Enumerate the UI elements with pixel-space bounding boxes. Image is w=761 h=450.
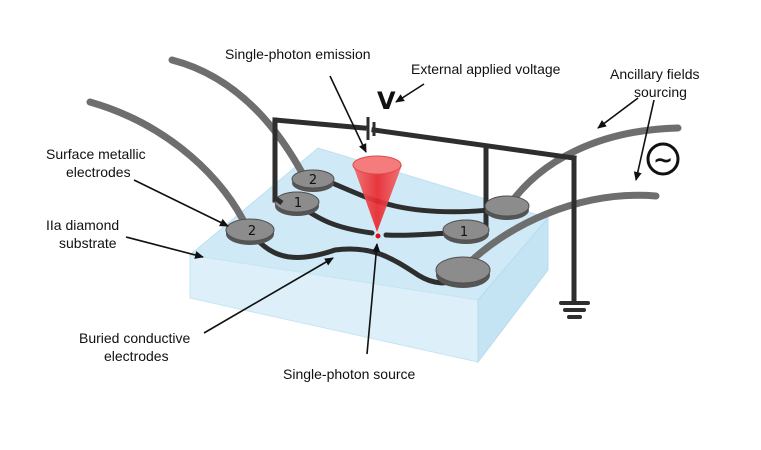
electrode-front-left-number: 2	[248, 224, 256, 239]
substrate-right-face	[477, 216, 549, 364]
label-substrate-line2: substrate	[59, 235, 117, 251]
cable-left-lower	[86, 98, 251, 232]
arrow-voltage	[395, 83, 425, 103]
arrow-substrate	[125, 236, 204, 259]
emission-cone	[352, 155, 402, 232]
labels: Single-photon emission External applied …	[46, 46, 699, 382]
voltage-circuit	[272, 117, 577, 305]
electrode-back-left: 2	[291, 169, 335, 192]
ac-source-symbol: ~	[653, 146, 673, 174]
arrow-buried	[203, 257, 334, 334]
label-ancillary-line2: sourcing	[634, 84, 687, 100]
label-single-photon-source: Single-photon source	[283, 366, 416, 382]
label-buried-line1: Buried conductive	[79, 330, 191, 346]
electrode-back-left-number: 2	[309, 173, 317, 188]
circuit-top-right	[371, 127, 577, 161]
label-single-photon-emission: Single-photon emission	[225, 46, 371, 62]
label-ancillary-line1: Ancillary fields	[610, 66, 699, 82]
buried-track-back	[313, 173, 509, 215]
electrode-mid-right: 1	[442, 219, 490, 244]
cable-right-lower	[458, 191, 660, 274]
ac-source-icon: ~	[646, 142, 680, 176]
circuit-drop-left	[273, 195, 284, 206]
arrow-source	[366, 243, 381, 355]
label-surface-line1: Surface metallic	[46, 146, 146, 162]
ground-symbol	[559, 301, 590, 319]
single-photon-source-dot	[375, 233, 381, 239]
buried-track-front	[248, 229, 467, 286]
label-substrate-line1: IIa diamond	[46, 217, 119, 233]
label-buried-line2: electrodes	[104, 348, 169, 364]
cable-left-upper	[168, 56, 310, 184]
label-surface-line2: electrodes	[66, 164, 131, 180]
electrode-front-right	[435, 256, 491, 288]
electrode-mid-right-number: 1	[460, 225, 468, 240]
label-voltage-symbol: V	[377, 87, 396, 115]
cables	[86, 56, 682, 274]
surface-electrodes: 2 1 2 1	[225, 169, 530, 288]
pointer-arrows	[125, 75, 655, 355]
cable-right-upper	[504, 124, 682, 211]
electrode-back-right	[484, 195, 530, 220]
circuit-top-left	[272, 117, 367, 131]
electrode-front-left: 2	[225, 218, 275, 245]
arrow-ancillary-2	[633, 99, 655, 181]
arrow-emission	[329, 75, 367, 153]
label-external-voltage: External applied voltage	[411, 61, 561, 77]
arrow-ancillary-1	[597, 97, 639, 129]
electrode-mid-left-number: 1	[294, 196, 302, 211]
arrow-surface	[133, 179, 229, 227]
electrode-mid-left: 1	[274, 191, 320, 216]
